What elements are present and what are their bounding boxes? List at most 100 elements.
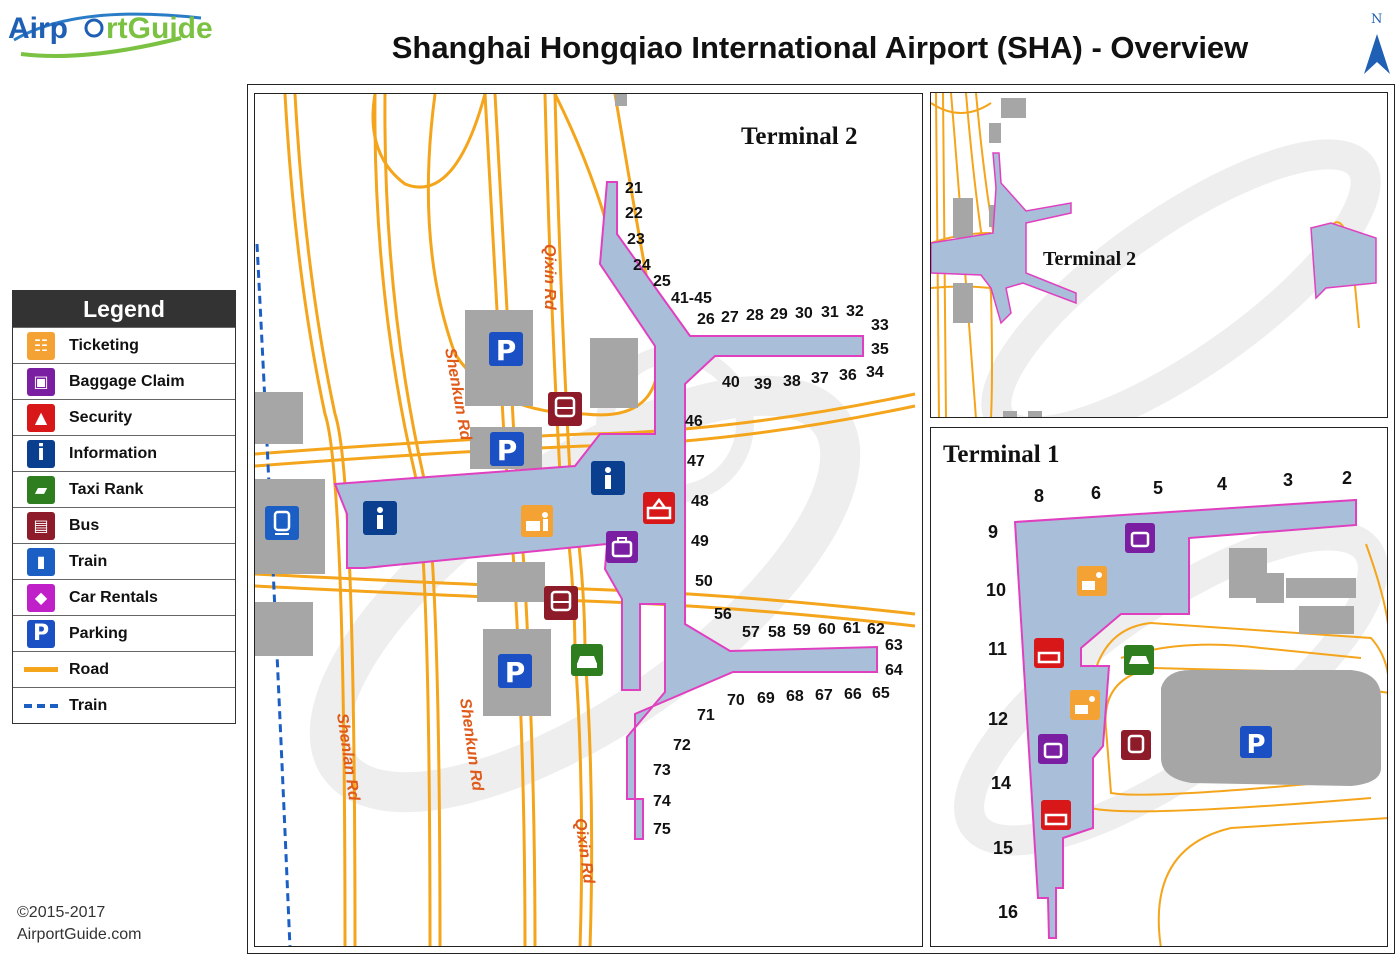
- taxi-icon[interactable]: [1124, 645, 1154, 675]
- parking-icon[interactable]: P: [490, 432, 524, 467]
- gate-label: 68: [786, 688, 804, 705]
- airportguide-logo: Airp rtGuide: [6, 4, 216, 64]
- terminal-2-detail-map[interactable]: Terminal 2 Qixin Rd Shenkun Rd Shenlan R…: [254, 93, 923, 947]
- baggage-icon[interactable]: [1125, 523, 1155, 553]
- parking-icon[interactable]: P: [1240, 726, 1272, 760]
- svg-text:P: P: [496, 334, 517, 367]
- legend-item-label: Taxi Rank: [69, 480, 144, 498]
- gate-label: 62: [867, 621, 885, 638]
- baggage-icon[interactable]: [1038, 734, 1068, 764]
- bus-icon[interactable]: [548, 392, 582, 426]
- terminal-2-overview-inset[interactable]: Terminal 2: [930, 92, 1388, 418]
- security-icon[interactable]: [1034, 638, 1064, 668]
- bus-icon[interactable]: [544, 586, 578, 620]
- north-label: N: [1371, 12, 1383, 27]
- gate-label: 35: [871, 341, 889, 358]
- gate-label: 69: [757, 690, 775, 707]
- taxi-icon[interactable]: [571, 644, 603, 676]
- gate-label: 29: [770, 306, 788, 323]
- legend-item: Road: [13, 651, 235, 687]
- map-frame: [247, 84, 1395, 954]
- terminal-2-label: Terminal 2: [741, 123, 857, 150]
- legend-item: ◆Car Rentals: [13, 579, 235, 615]
- gate-label: 31: [821, 304, 839, 321]
- bus-icon: ▤: [13, 508, 69, 544]
- legend-item: ▲Security: [13, 399, 235, 435]
- ticketing-icon[interactable]: [1077, 566, 1107, 596]
- gate-label: 74: [653, 793, 671, 810]
- gate-label: 10: [986, 580, 1006, 600]
- taxi-icon: ▰: [13, 472, 69, 508]
- road-label-qixin-north: Qixin Rd: [541, 244, 558, 311]
- gate-label: 58: [768, 624, 786, 641]
- bus-icon[interactable]: [1121, 730, 1151, 760]
- legend-item-label: Bus: [69, 516, 100, 534]
- baggage-icon[interactable]: [606, 531, 638, 563]
- legend-item-label: Parking: [69, 624, 128, 642]
- legend-item-label: Car Rentals: [69, 588, 158, 606]
- logo-text-part2: rtGuide: [106, 12, 213, 45]
- ticketing-icon[interactable]: [521, 505, 553, 537]
- terminal-2-building[interactable]: [931, 152, 1077, 325]
- gate-label: 25: [653, 273, 671, 290]
- legend-item: ▮Train: [13, 543, 235, 579]
- watermark-logo: [981, 139, 1381, 417]
- terminal-2-building[interactable]: [333, 181, 878, 840]
- legend-item: ▰Taxi Rank: [13, 471, 235, 507]
- gate-label: 8: [1034, 486, 1044, 506]
- train-line: [255, 243, 292, 946]
- svg-text:P: P: [1246, 730, 1265, 760]
- gate-label: 32: [846, 303, 864, 320]
- gate-label: 57: [742, 624, 760, 641]
- train-icon[interactable]: [265, 506, 299, 540]
- security-icon[interactable]: [1041, 800, 1071, 830]
- terminal-1-building-edge: [1310, 222, 1377, 300]
- gate-label: 9: [988, 522, 998, 542]
- gate-label: 24: [633, 257, 651, 274]
- gate-label: 67: [815, 687, 833, 704]
- gate-label: 14: [991, 773, 1011, 793]
- gate-label: 48: [691, 493, 709, 510]
- gate-label: 70: [727, 692, 745, 709]
- gate-label: 2: [1342, 468, 1352, 488]
- legend: Legend ☷Ticketing▣Baggage Claim▲Security…: [12, 290, 236, 724]
- gate-label: 60: [818, 621, 836, 638]
- copyright-site: AirportGuide.com: [17, 926, 142, 943]
- gate-label: 38: [783, 373, 801, 390]
- gate-label: 27: [721, 309, 739, 326]
- legend-title: Legend: [13, 291, 235, 327]
- gate-label: 73: [653, 762, 671, 779]
- gate-label: 59: [793, 622, 811, 639]
- legend-item: ☷Ticketing: [13, 327, 235, 363]
- road-label-qixin-south: Qixin Rd: [571, 817, 597, 886]
- legend-item: ▤Bus: [13, 507, 235, 543]
- gate-label: 5: [1153, 478, 1163, 498]
- legend-item-label: Baggage Claim: [69, 372, 185, 390]
- watermark-logo: [309, 345, 861, 813]
- legend-item-label: Information: [69, 444, 157, 462]
- legend-item-label: Train: [69, 552, 108, 570]
- gate-label: 30: [795, 305, 813, 322]
- legend-item: ▣Baggage Claim: [13, 363, 235, 399]
- gate-label: 41-45: [671, 290, 712, 307]
- information-icon: i: [13, 436, 69, 472]
- road-line: [13, 652, 69, 688]
- gate-label: 16: [998, 902, 1018, 922]
- svg-text:P: P: [505, 656, 526, 689]
- terminal-1-building[interactable]: [1013, 498, 1357, 939]
- parking-icon[interactable]: P: [498, 654, 532, 689]
- train-icon: ▮: [13, 544, 69, 580]
- information-icon[interactable]: [363, 501, 397, 535]
- svg-text:P: P: [497, 434, 518, 467]
- gate-label: 39: [754, 376, 772, 393]
- parking-icon[interactable]: P: [489, 332, 523, 367]
- information-icon[interactable]: [591, 461, 625, 495]
- gate-label: 23: [627, 231, 645, 248]
- security-icon[interactable]: [643, 492, 675, 524]
- gate-label: 36: [839, 367, 857, 384]
- train-line: [13, 688, 69, 724]
- ticketing-icon[interactable]: [1070, 690, 1100, 720]
- gate-label: 34: [866, 364, 884, 381]
